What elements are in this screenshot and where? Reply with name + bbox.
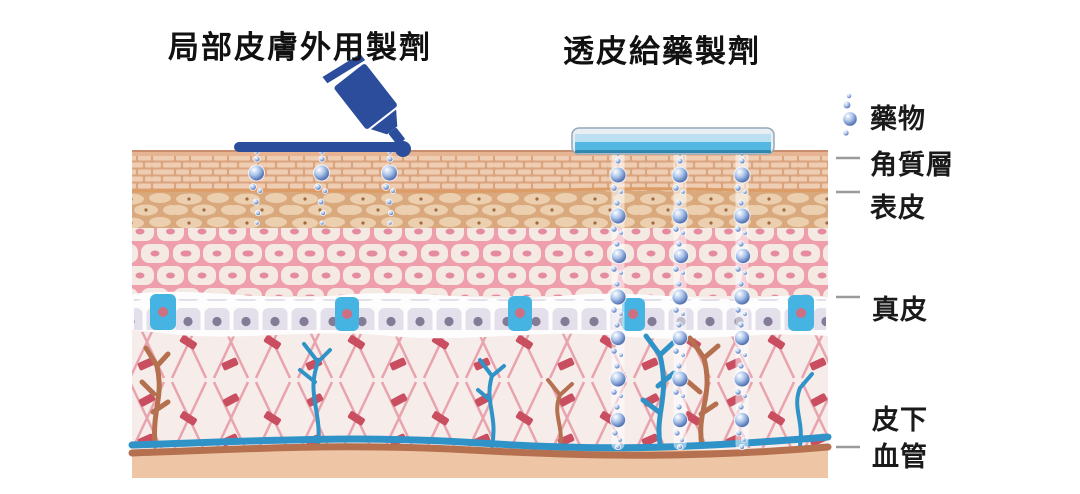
label-drug: 藥物 xyxy=(870,104,926,135)
transdermal-patch-icon xyxy=(571,127,775,155)
ointment-tube-icon xyxy=(322,53,405,145)
stratum-corneum-layer xyxy=(132,156,828,192)
label-blood-vessels: 血管 xyxy=(872,442,928,473)
patch-reservoir-band xyxy=(575,134,771,142)
tube-crimp-end xyxy=(322,53,366,84)
melanocyte-cells xyxy=(150,294,814,331)
label-leader-ticks xyxy=(836,156,860,449)
tube-nozzle xyxy=(388,127,405,145)
topical-title: 局部皮膚外用製劑 xyxy=(168,30,432,66)
epidermis-upper-layer xyxy=(132,190,828,230)
skin-surface-strip xyxy=(132,150,828,157)
subcutaneous-vein xyxy=(128,433,832,452)
drug-droplets-icon xyxy=(842,92,858,137)
label-stratum-corneum: 角質層 xyxy=(870,150,954,181)
label-subcutaneous: 皮下 xyxy=(872,405,928,436)
epidermis-spinous-layer xyxy=(132,228,828,300)
subcutaneous-artery xyxy=(128,443,832,459)
label-dermis: 真皮 xyxy=(872,295,928,326)
basal-cell-row xyxy=(134,299,826,330)
capillary-brown xyxy=(139,335,721,450)
tube-shoulder xyxy=(370,109,398,135)
dermis-capillaries xyxy=(139,333,814,450)
skin-cross-section xyxy=(128,150,832,478)
ointment-smear xyxy=(234,141,411,157)
patch-adhesive-band xyxy=(575,142,771,150)
transdermal-title: 透皮給藥製劑 xyxy=(563,34,761,70)
label-epidermis: 表皮 xyxy=(870,193,926,224)
tube-body xyxy=(334,64,397,129)
